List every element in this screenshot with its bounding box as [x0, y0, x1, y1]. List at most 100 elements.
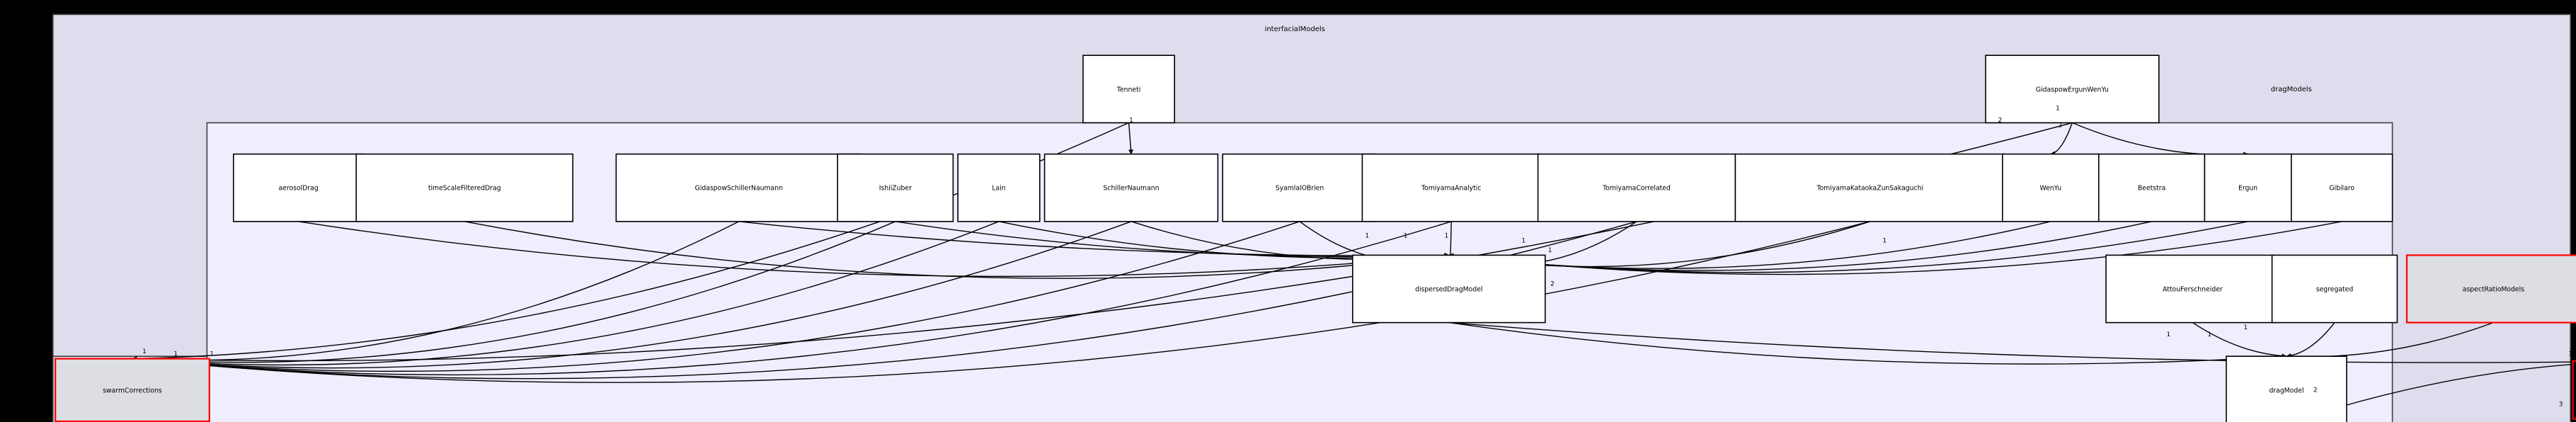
edge-label-4: 1	[1365, 233, 1369, 240]
node-box[interactable]	[1985, 55, 2160, 124]
node-box[interactable]	[1043, 153, 1219, 222]
node-label-timeScaleFilteredDrag: timeScaleFilteredDrag	[428, 185, 501, 193]
edge-label-1: 1	[1129, 118, 1133, 125]
node-box[interactable]	[1537, 153, 1736, 222]
node-box[interactable]	[1734, 153, 2005, 222]
node-box[interactable]	[2105, 254, 2280, 324]
node-label-WenYu: WenYu	[2039, 185, 2061, 193]
node-segregated[interactable]: segregated	[2271, 254, 2398, 324]
edges-layer	[132, 122, 2576, 422]
node-box[interactable]	[55, 358, 210, 422]
node-SchillerNaumann[interactable]: SchillerNaumann	[1043, 153, 1219, 222]
edge-label-17: 3	[2559, 401, 2563, 409]
node-label-SchillerNaumann: SchillerNaumann	[1103, 185, 1159, 193]
node-label-segregated: segregated	[2316, 286, 2354, 294]
node-TomiyamaAnalytic[interactable]: TomiyamaAnalytic	[1361, 153, 1541, 222]
node-timeScaleFilteredDrag[interactable]: timeScaleFilteredDrag	[355, 153, 574, 222]
edge-label-11: 1	[2167, 331, 2171, 338]
node-label-TomiyamaCorrelated: TomiyamaCorrelated	[1602, 185, 1671, 193]
node-label-dragModel: dragModel	[2269, 387, 2303, 394]
node-box[interactable]	[2405, 254, 2576, 324]
node-box[interactable]	[2291, 153, 2393, 222]
edge-timeScaleFilteredDrag-to-dispersedDragModel	[464, 221, 1450, 279]
node-TomiyamaKataokaZunSakaguchi[interactable]: TomiyamaKataokaZunSakaguchi	[1734, 153, 2005, 222]
node-box[interactable]	[957, 153, 1041, 222]
node-label-SyamlalOBrien: SyamlalOBrien	[1276, 185, 1324, 193]
node-AttouFerschneider[interactable]: AttouFerschneider	[2105, 254, 2280, 324]
edge-SyamlalOBrien-to-swarmCorrections	[132, 221, 1300, 372]
edge-AttouFerschneider-to-dragModel	[2192, 322, 2287, 359]
edge-Tenneti-to-SchillerNaumann	[1128, 122, 1134, 155]
node-aerosolDrag[interactable]: aerosolDrag	[232, 153, 365, 222]
edge-label-10: 1	[1882, 238, 1887, 245]
edge-label-14: 2	[2313, 387, 2318, 394]
edge-label-9: 2	[1550, 281, 1555, 288]
node-box[interactable]	[2271, 254, 2398, 324]
edge-label-6: 1	[1445, 233, 1449, 240]
node-GidaspowErgunWenYu[interactable]: GidaspowErgunWenYu	[1985, 55, 2160, 124]
node-label-Ergun: Ergun	[2238, 185, 2257, 193]
edge-label-16: 1	[2568, 350, 2572, 358]
node-box[interactable]	[1352, 254, 1546, 324]
node-box[interactable]	[1361, 153, 1541, 222]
node-label-Lain: Lain	[992, 185, 1005, 193]
node-label-TomiyamaKataokaZunSakaguchi: TomiyamaKataokaZunSakaguchi	[1816, 185, 1924, 193]
node-box[interactable]	[2572, 360, 2576, 420]
node-label-swarmCorrections: swarmCorrections	[103, 387, 162, 394]
edge-labels-layer: 112211111211112113111	[142, 106, 2572, 409]
edge-label-18: 1	[142, 348, 147, 355]
node-box[interactable]	[2226, 355, 2347, 422]
node-box[interactable]	[1082, 55, 1175, 124]
node-aspectRatioModels[interactable]: aspectRatioModels	[2405, 254, 2576, 324]
edge-label-12: 1	[2207, 331, 2211, 338]
node-label-TomiyamaAnalytic: TomiyamaAnalytic	[1421, 185, 1481, 193]
node-Ergun[interactable]: Ergun	[2204, 153, 2292, 222]
edge-label-2: 2	[1998, 118, 2003, 125]
node-Beetstra[interactable]: Beetstra	[2098, 153, 2206, 222]
edge-label-3: 2	[2059, 122, 2063, 129]
node-IshiiZuber[interactable]: IshiiZuber	[837, 153, 954, 222]
edge-label-7: 1	[1521, 238, 1525, 245]
node-box[interactable]	[2002, 153, 2100, 222]
edge-label-0: 1	[2056, 106, 2060, 113]
node-label-Gibilaro: Gibilaro	[2329, 185, 2354, 193]
node-label-GidaspowSchillerNaumann: GidaspowSchillerNaumann	[695, 185, 783, 193]
edge-dispersedDragModel-to-offscreen-box-1	[1448, 321, 2576, 363]
cluster-label-dragModels: dragModels	[2271, 86, 2312, 93]
node-dispersedDragModel[interactable]: dispersedDragModel	[1352, 254, 1546, 324]
node-offscreen-box-1[interactable]	[2572, 360, 2576, 420]
edge-Gibilaro-to-dispersedDragModel	[1448, 221, 2342, 275]
node-Gibilaro[interactable]: Gibilaro	[2291, 153, 2393, 222]
node-box[interactable]	[615, 153, 863, 222]
node-box[interactable]	[1222, 153, 1378, 222]
node-WenYu[interactable]: WenYu	[2002, 153, 2100, 222]
node-swarmCorrections[interactable]: swarmCorrections	[55, 358, 210, 422]
edge-label-20: 1	[210, 350, 214, 358]
node-GidaspowSchillerNaumann[interactable]: GidaspowSchillerNaumann	[615, 153, 863, 222]
node-box[interactable]	[355, 153, 574, 222]
node-dragModel[interactable]: dragModel	[2226, 355, 2347, 422]
node-box[interactable]	[2098, 153, 2206, 222]
edge-GidaspowSchillerNaumann-to-dispersedDragModel	[738, 221, 1450, 258]
edge-SchillerNaumann-to-swarmCorrections	[132, 221, 1132, 369]
node-label-IshiiZuber: IshiiZuber	[879, 185, 912, 193]
node-box[interactable]	[837, 153, 954, 222]
node-Lain[interactable]: Lain	[957, 153, 1041, 222]
node-box[interactable]	[232, 153, 365, 222]
node-Tenneti[interactable]: Tenneti	[1082, 55, 1175, 124]
node-label-aerosolDrag: aerosolDrag	[278, 185, 318, 193]
edge-label-19: 1	[173, 350, 178, 358]
edge-segregated-to-dragModel	[2286, 322, 2335, 358]
edge-label-8: 1	[1548, 247, 1552, 254]
edge-label-13: 1	[2243, 324, 2248, 331]
node-label-Beetstra: Beetstra	[2138, 185, 2165, 193]
node-label-Tenneti: Tenneti	[1116, 86, 1140, 93]
node-label-dispersedDragModel: dispersedDragModel	[1415, 286, 1482, 294]
node-label-GidaspowErgunWenYu: GidaspowErgunWenYu	[2036, 86, 2109, 93]
node-TomiyamaCorrelated[interactable]: TomiyamaCorrelated	[1537, 153, 1736, 222]
node-SyamlalOBrien[interactable]: SyamlalOBrien	[1222, 153, 1378, 222]
edge-Lain-to-swarmCorrections	[132, 221, 1000, 366]
